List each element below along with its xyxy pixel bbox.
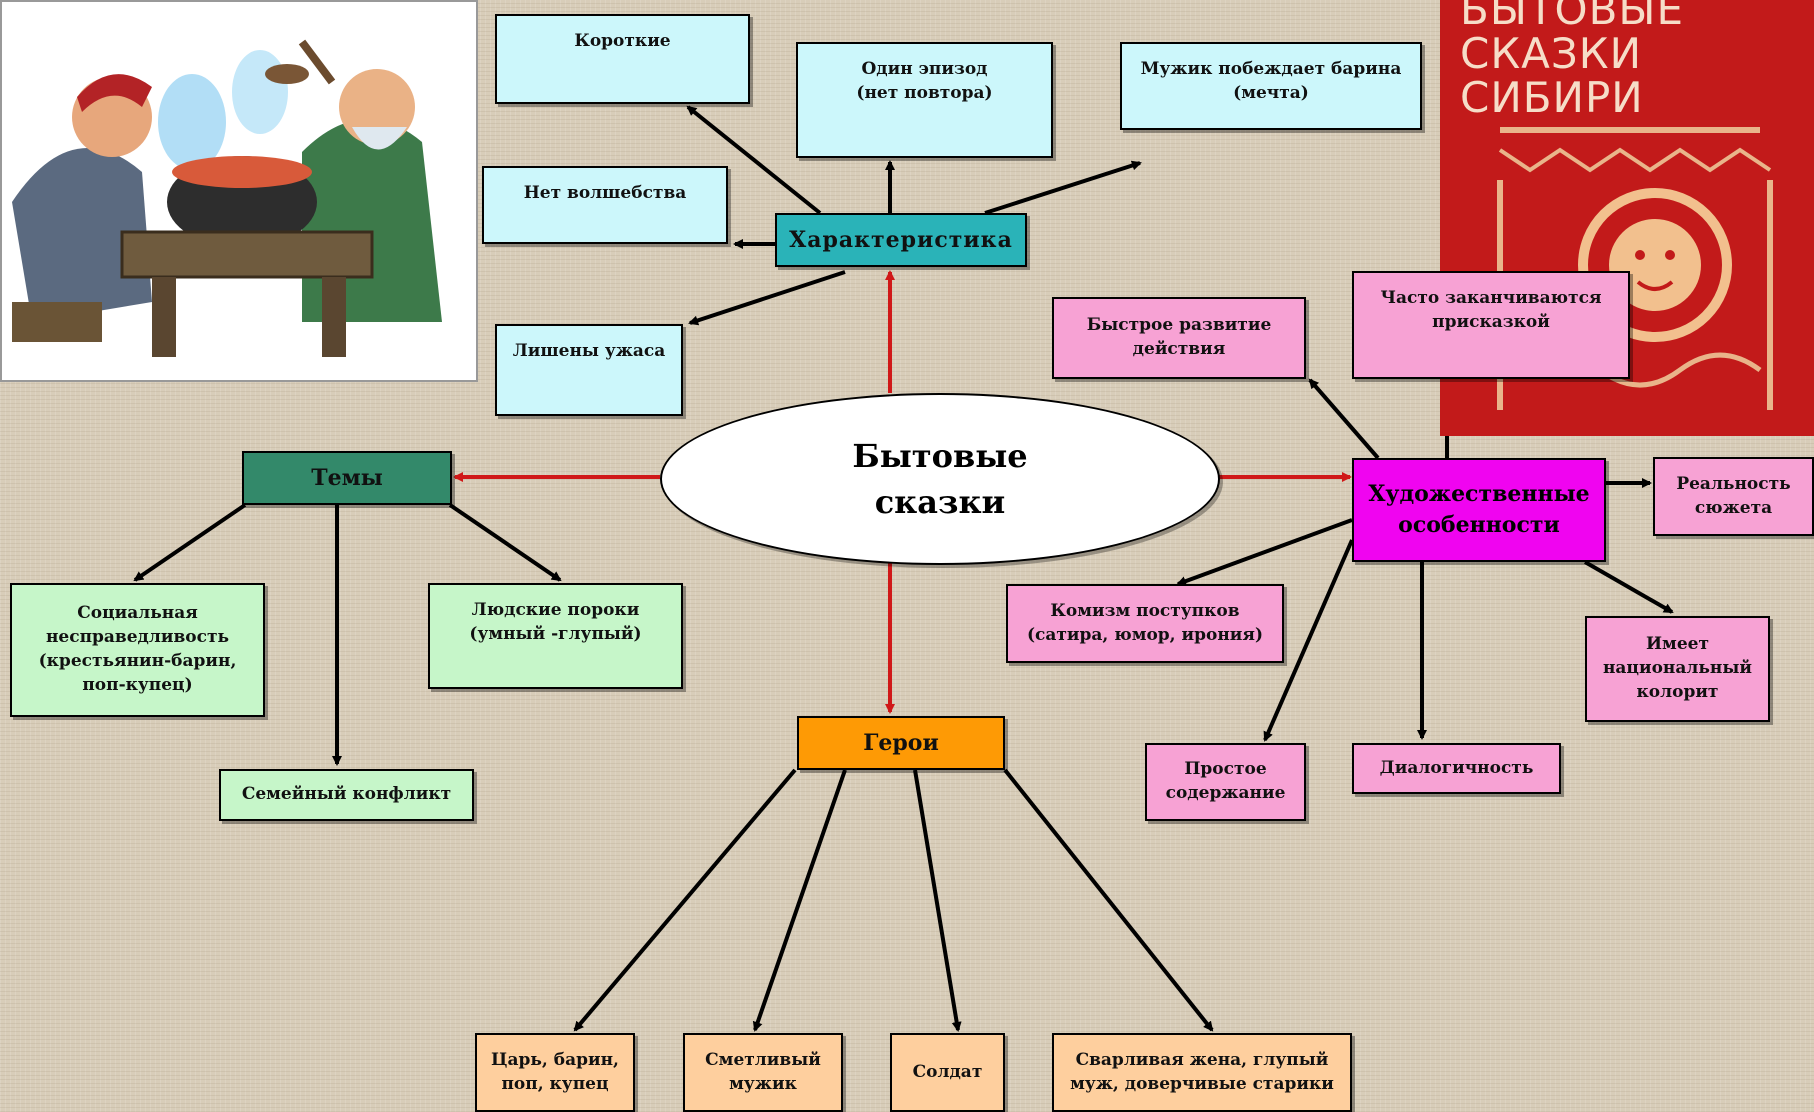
node-heroes: Герои [797,716,1005,770]
node-ends-with-saying: Часто заканчиваются присказкой [1352,271,1630,379]
arrow-to-fast [1308,378,1380,460]
arrow-to-national [1584,560,1674,614]
node-fast-action: Быстрое развитие действия [1052,297,1306,379]
arrow-to-soldier [913,769,962,1032]
node-family-conflict: Семейный конфликт [219,769,474,821]
node-tsar-barin: Царь, барин, поп, купец [475,1033,635,1112]
node-human-vices: Людские пороки (умный -глупый) [428,583,683,689]
node-social-injustice: Социальная несправедливость (крестьянин-… [10,583,265,717]
node-soldier: Солдат [890,1033,1005,1112]
folk-tale-illustration [0,0,478,382]
arrow-to-tsar [573,768,797,1032]
node-plot-reality: Реальность сюжета [1653,457,1814,536]
arrow-to-peasant-wins [984,160,1142,215]
book-title: БЫТОВЫЕ СКАЗКИ СИБИРИ [1460,0,1684,123]
node-characteristics: Характеристика [775,213,1027,267]
node-clever-peasant: Сметливый мужик [683,1033,843,1112]
node-artistic-features: Художественные особенности [1352,458,1606,562]
arrow-to-no-horror [688,270,846,326]
node-peasant-wins: Мужик побеждает барина (мечта) [1120,42,1422,130]
arrow-to-wife [1003,768,1214,1032]
node-no-horror: Лишены ужаса [495,324,683,416]
node-themes: Темы [242,451,452,505]
node-national-color: Имеет национальный колорит [1585,616,1770,722]
node-dialogic: Диалогичность [1352,743,1561,794]
node-grumpy-wife: Сварливая жена, глупый муж, доверчивые с… [1052,1033,1352,1112]
arrow-to-short [686,105,822,215]
node-no-magic: Нет волшебства [482,166,728,244]
node-short: Короткие [495,14,750,104]
arrow-to-peasant [752,769,847,1032]
arrow-to-social [133,503,247,582]
arrow-to-simple [1263,539,1354,742]
node-simple-content: Простое содержание [1145,743,1306,821]
node-comic-actions: Комизм поступков (сатира, юмор, ирония) [1006,584,1284,663]
node-one-episode: Один эпизод (нет повтора) [796,42,1053,158]
arrow-to-comic [1176,518,1353,586]
arrow-to-vices [448,503,562,582]
center-node: Бытовые сказки [660,393,1220,565]
